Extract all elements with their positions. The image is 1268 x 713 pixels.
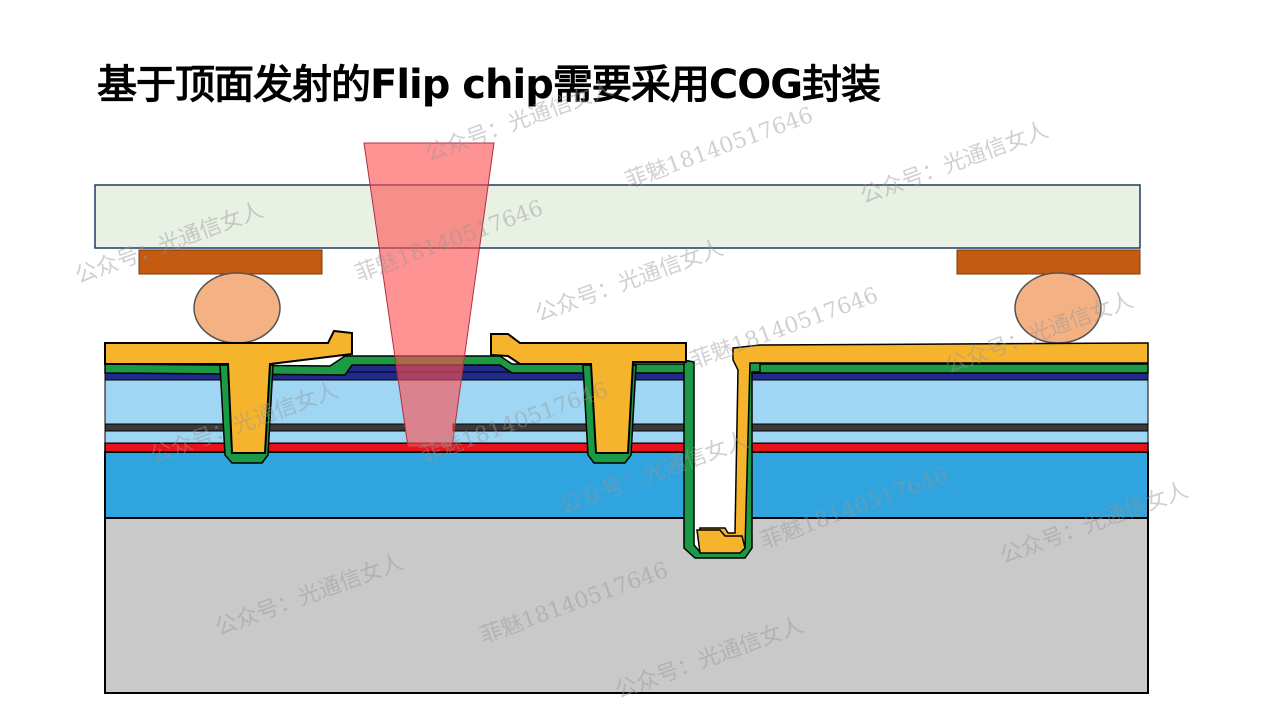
glass-pad-left [138,249,323,275]
dark-aperture-layer-right [452,423,1149,432]
glass-pad-right [956,249,1141,275]
slide-title: 基于顶面发射的Flip chip需要采用COG封装 [97,62,881,108]
contact-metal-left [104,329,353,454]
isolation-trench-fill [686,348,750,555]
blue-substrate [104,451,1149,519]
glass-substrate [94,184,1141,249]
solder-bump-left [193,272,281,344]
contact-metal-mid [490,333,687,454]
laser-emission-beam [363,142,495,448]
solder-bump-right [1014,272,1102,344]
trench-bottom-metal [696,529,746,554]
gray-substrate [104,517,1149,694]
